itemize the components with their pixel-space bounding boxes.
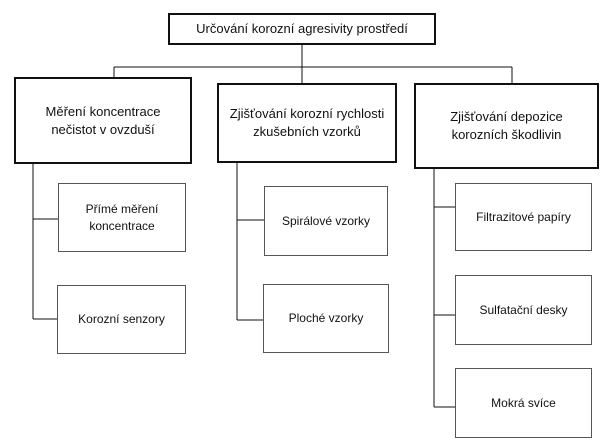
category-box-deposition: Zjišťování depozice korozních škodlivin: [414, 83, 599, 169]
leaf-label: Mokrá svíce: [491, 395, 556, 410]
leaf-box-sulfation-plates: Sulfatační desky: [455, 275, 592, 345]
leaf-label: Ploché vzorky: [288, 311, 364, 326]
leaf-label: Spirálové vzorky: [281, 213, 371, 228]
leaf-label-line: koncentrace: [89, 218, 155, 233]
category-label: Měření koncentrace nečistot v ovzduší: [46, 103, 161, 138]
category-box-corrosion-rate: Zjišťování korozní rychlosti zkušebních …: [217, 83, 397, 163]
category-label-line: Měření koncentrace: [45, 103, 161, 119]
leaf-label-line: Přímé měření: [85, 202, 159, 217]
leaf-box-wet-candle: Mokrá svíce: [455, 368, 592, 438]
leaf-box-direct-measurement: Přímé měření koncentrace: [58, 183, 186, 252]
category-label: Zjišťování depozice korozních škodlivin: [450, 108, 563, 143]
root-box: Určování korozní agresivity prostředí: [168, 13, 436, 45]
category-label-line: Zjišťování depozice: [450, 109, 563, 125]
category-label-line: korozních škodlivin: [451, 127, 562, 142]
leaf-box-flat-samples: Ploché vzorky: [263, 284, 389, 353]
category-label: Zjišťování korozní rychlosti zkušebních …: [230, 105, 384, 140]
category-box-air-pollution: Měření koncentrace nečistot v ovzduší: [14, 77, 192, 164]
category-label-line: Zjišťování korozní rychlosti: [229, 106, 385, 122]
leaf-label: Sulfatační desky: [479, 302, 568, 317]
leaf-box-corrosion-sensors: Korozní senzory: [57, 285, 186, 354]
leaf-label: Korozní senzory: [78, 312, 165, 327]
root-label: Určování korozní agresivity prostředí: [196, 21, 408, 37]
category-label-line: nečistot v ovzduší: [51, 121, 155, 137]
leaf-box-spiral-samples: Spirálové vzorky: [264, 186, 388, 256]
category-label-line: zkušebních vzorků: [253, 124, 361, 139]
leaf-label: Přímé měření koncentrace: [86, 201, 159, 233]
leaf-box-filter-papers: Filtrazitové papíry: [455, 183, 592, 251]
leaf-label: Filtrazitové papíry: [476, 209, 571, 224]
